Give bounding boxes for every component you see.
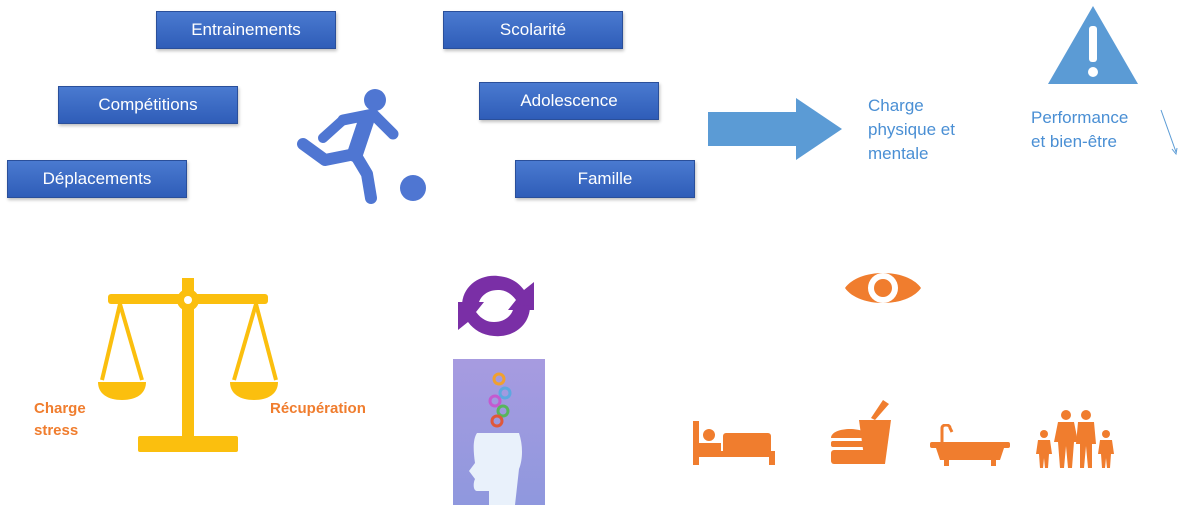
charge-label: Charge physique et mentale <box>868 96 955 163</box>
eye-icon <box>845 273 921 303</box>
factor-competitions: Compétitions <box>58 86 238 124</box>
refresh-cycle-icon <box>458 275 534 337</box>
charge-stress-label: Charge stress <box>34 400 86 439</box>
bathtub-icon <box>930 424 1010 466</box>
warning-triangle-icon <box>1048 6 1138 84</box>
bed-icon <box>693 421 775 465</box>
recuperation-label: Récupération <box>270 400 366 417</box>
family-icon <box>1036 410 1114 468</box>
performance-label: Performance et bien-être <box>1031 108 1129 151</box>
soccer-player-icon <box>297 89 426 204</box>
factor-deplacements: Déplacements <box>7 160 187 198</box>
arrow-right-icon <box>708 98 842 160</box>
food-icon <box>831 400 891 464</box>
factor-adolescence: Adolescence <box>479 82 659 120</box>
factor-entrainements: Entrainements <box>156 11 336 49</box>
balance-scale-icon <box>98 278 278 452</box>
factor-famille: Famille <box>515 160 695 198</box>
head-gears-icon <box>453 359 545 505</box>
thin-arrow-icon <box>1160 109 1178 156</box>
factor-scolarite: Scolarité <box>443 11 623 49</box>
